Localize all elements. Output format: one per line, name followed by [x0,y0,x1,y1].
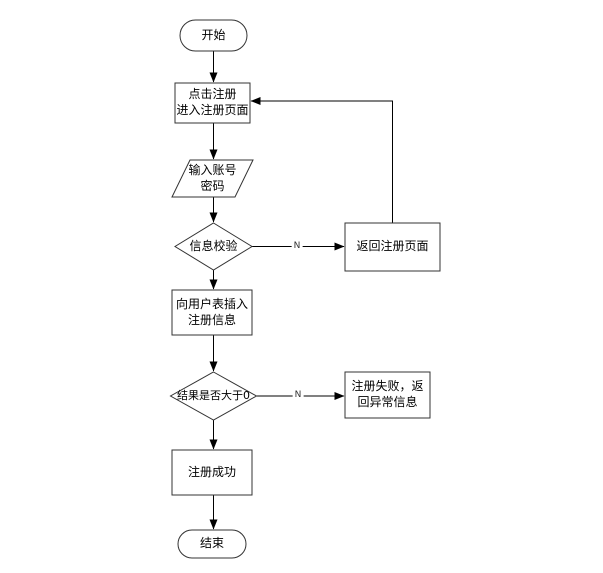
insert-user-table-process-shape [171,289,253,336]
input-credentials-io-shape [171,159,254,198]
register-failed-process-shape [344,371,431,419]
click-register-process-shape [174,82,251,124]
edge-return-page-loop-to-click-register [250,97,393,223]
return-register-page-process-shape [344,222,441,272]
result-gt-zero-decision-shape [169,371,258,421]
end-terminator-shape [177,529,247,559]
start-terminator-shape [179,19,248,52]
verify-info-decision-shape [174,222,253,271]
register-success-process-shape [171,449,253,496]
